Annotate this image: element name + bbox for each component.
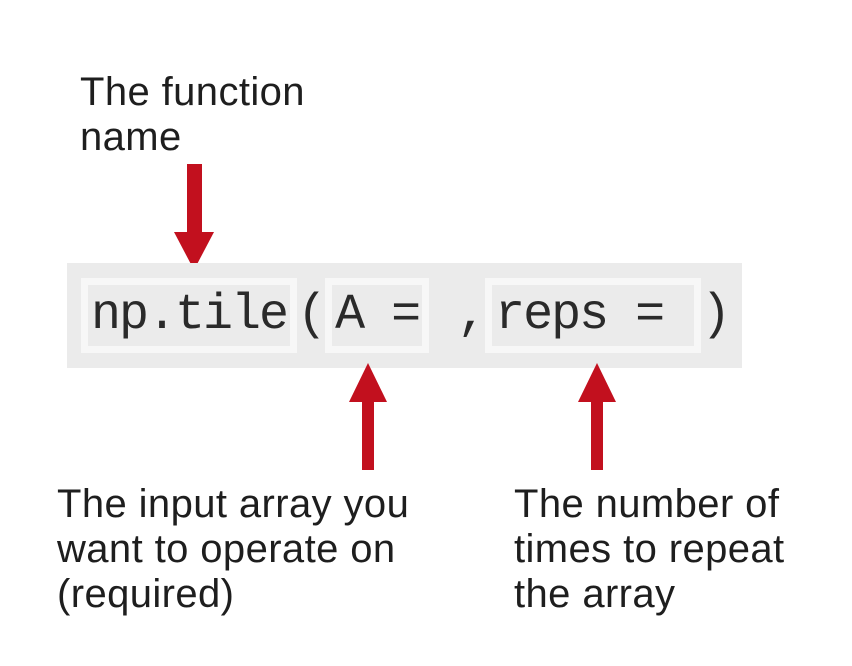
arrow-head	[578, 363, 616, 402]
caption-line: want to operate on	[57, 527, 396, 571]
caption-line: The function	[80, 70, 305, 114]
arrow-shaft	[362, 402, 374, 470]
arrow-shaft	[186, 164, 202, 232]
code-close-paren: )	[701, 287, 731, 344]
caption-line: times to repeat	[514, 527, 785, 571]
reps-caption: The number of times to repeat the array	[514, 482, 785, 617]
caption-line: The number of	[514, 482, 780, 526]
caption-line: The input array you	[57, 482, 410, 526]
caption-line: the array	[514, 572, 676, 616]
arrow-head	[349, 363, 387, 402]
arrow-down-icon	[174, 164, 214, 270]
arrow-up-input-icon	[349, 363, 387, 470]
code-comma: ,	[429, 287, 487, 344]
code-block: np.tile ( A = , reps = )	[67, 263, 742, 368]
input-array-caption: The input array you want to operate on (…	[57, 482, 409, 617]
arrow-up-reps-icon	[578, 363, 616, 470]
code-param-a: A =	[325, 278, 430, 353]
code-function-name: np.tile	[81, 278, 298, 353]
code-open-paren: (	[297, 287, 327, 344]
caption-line: (required)	[57, 572, 235, 616]
caption-line: name	[80, 115, 182, 159]
code-line: np.tile ( A = , reps = )	[81, 278, 731, 353]
function-name-caption: The function name	[80, 70, 305, 160]
arrow-shaft	[591, 402, 603, 470]
code-param-reps: reps =	[485, 278, 702, 353]
